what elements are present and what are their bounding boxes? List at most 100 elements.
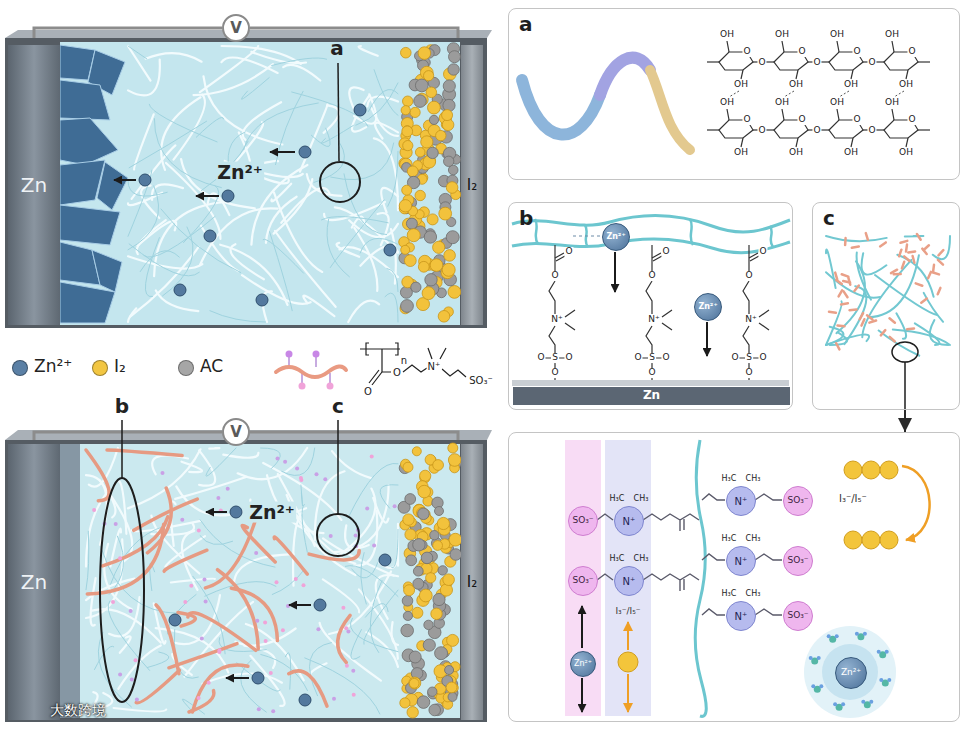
side-chain bbox=[881, 330, 886, 335]
fiber bbox=[138, 221, 177, 246]
atom-label: OH bbox=[884, 30, 900, 40]
ammonium-group: N⁺ bbox=[726, 546, 756, 576]
polymer-strand bbox=[930, 320, 948, 345]
side-chain bbox=[843, 281, 850, 282]
zwitterion-dot bbox=[226, 487, 230, 491]
side-chain bbox=[841, 303, 848, 304]
fiber bbox=[144, 217, 215, 258]
atom-label: n bbox=[401, 355, 407, 366]
atom-label: N⁺ bbox=[550, 315, 563, 325]
zwitterion-dot bbox=[332, 697, 336, 701]
zn-ion bbox=[354, 104, 366, 116]
atom-label: OH bbox=[829, 30, 845, 40]
zn-ion bbox=[314, 599, 326, 611]
carbon-particle bbox=[424, 620, 433, 629]
water-hydrogen bbox=[877, 650, 881, 654]
fiber bbox=[204, 76, 283, 144]
polymer-icon bbox=[276, 351, 346, 390]
bond bbox=[597, 574, 699, 591]
zn-dendrites bbox=[60, 45, 128, 323]
fiber bbox=[385, 293, 398, 322]
water-hydrogen bbox=[869, 700, 873, 704]
zwitterion-dot bbox=[161, 471, 165, 475]
zwitterion-dot bbox=[203, 577, 207, 581]
polymer-strand bbox=[826, 327, 843, 345]
zn-ion bbox=[174, 284, 186, 296]
iodine-particle bbox=[440, 584, 452, 596]
fiber-network bbox=[86, 448, 398, 714]
ion-label: Zn²⁺ bbox=[248, 502, 296, 523]
zwitterion-dot bbox=[197, 696, 201, 700]
polymer-chain bbox=[231, 588, 277, 640]
fiber bbox=[234, 554, 294, 585]
fiber bbox=[130, 247, 198, 317]
zwitterion-dot bbox=[129, 609, 133, 613]
side-chain bbox=[924, 245, 929, 250]
bond bbox=[646, 326, 652, 353]
polymer-chain bbox=[289, 671, 327, 706]
iodine-particle bbox=[444, 250, 456, 262]
zn-ion bbox=[299, 146, 311, 158]
fiber bbox=[220, 245, 287, 305]
fiber bbox=[348, 463, 398, 517]
carbon-particle bbox=[418, 508, 430, 520]
iodine-particle bbox=[422, 287, 435, 300]
carbon-particle bbox=[409, 651, 421, 663]
fiber bbox=[283, 65, 320, 81]
bond bbox=[646, 281, 652, 314]
polyiodide bbox=[844, 461, 898, 549]
zwitterion-dot bbox=[295, 467, 299, 471]
atom-label: N⁺ bbox=[427, 361, 442, 372]
methyl-label: CH₃ bbox=[746, 590, 761, 599]
bond bbox=[851, 138, 853, 147]
bond bbox=[743, 326, 749, 353]
iodine-particle bbox=[424, 71, 434, 81]
bond bbox=[782, 41, 784, 52]
water-hydrogen bbox=[827, 634, 831, 638]
separator bbox=[60, 42, 460, 325]
side-chain bbox=[329, 373, 331, 383]
cellulose-ribbon bbox=[650, 70, 690, 150]
atom-label: O bbox=[550, 368, 559, 378]
zwitterion-chains bbox=[545, 245, 769, 380]
atom-label: OH bbox=[884, 98, 900, 108]
legend-swatch bbox=[92, 360, 108, 376]
side-chain bbox=[928, 272, 931, 278]
fiber bbox=[327, 219, 349, 276]
iodine-particle bbox=[448, 454, 461, 467]
iodine-particle bbox=[438, 311, 450, 323]
meter-label: V bbox=[230, 424, 242, 441]
polymer-chain bbox=[218, 570, 259, 649]
group-label: N⁺ bbox=[735, 496, 748, 507]
atom-label: OH bbox=[898, 80, 914, 90]
fiber bbox=[301, 485, 303, 506]
arrow bbox=[581, 606, 583, 648]
iodine-particle bbox=[437, 517, 449, 529]
side-chain bbox=[894, 273, 901, 276]
polymer-strand bbox=[826, 250, 836, 289]
polymer-chain bbox=[274, 537, 307, 574]
bond bbox=[428, 348, 446, 359]
atom-label: O bbox=[758, 247, 767, 257]
bond bbox=[565, 310, 575, 330]
atom-label: N⁺ bbox=[647, 315, 660, 325]
hydrogen-bond bbox=[894, 91, 904, 97]
iodine-particle bbox=[407, 166, 418, 177]
bond bbox=[597, 514, 699, 531]
iodine-particle bbox=[401, 106, 410, 115]
zn-ion bbox=[299, 694, 311, 706]
iodine-particle bbox=[431, 608, 442, 619]
ammonium-group: N⁺ bbox=[726, 486, 756, 516]
atom-label: O bbox=[758, 353, 767, 363]
carbon-particle bbox=[444, 156, 454, 166]
iodine-particle bbox=[400, 698, 410, 708]
fiber bbox=[330, 200, 384, 268]
zwitterion-dot bbox=[352, 693, 356, 697]
iodine-particle bbox=[430, 259, 443, 272]
iodine-particle bbox=[409, 678, 419, 688]
water-molecules bbox=[809, 632, 892, 711]
iodide-ion bbox=[618, 652, 638, 672]
polymer-backbone bbox=[276, 366, 346, 377]
fiber bbox=[263, 239, 304, 273]
iodine-particle bbox=[433, 460, 444, 471]
